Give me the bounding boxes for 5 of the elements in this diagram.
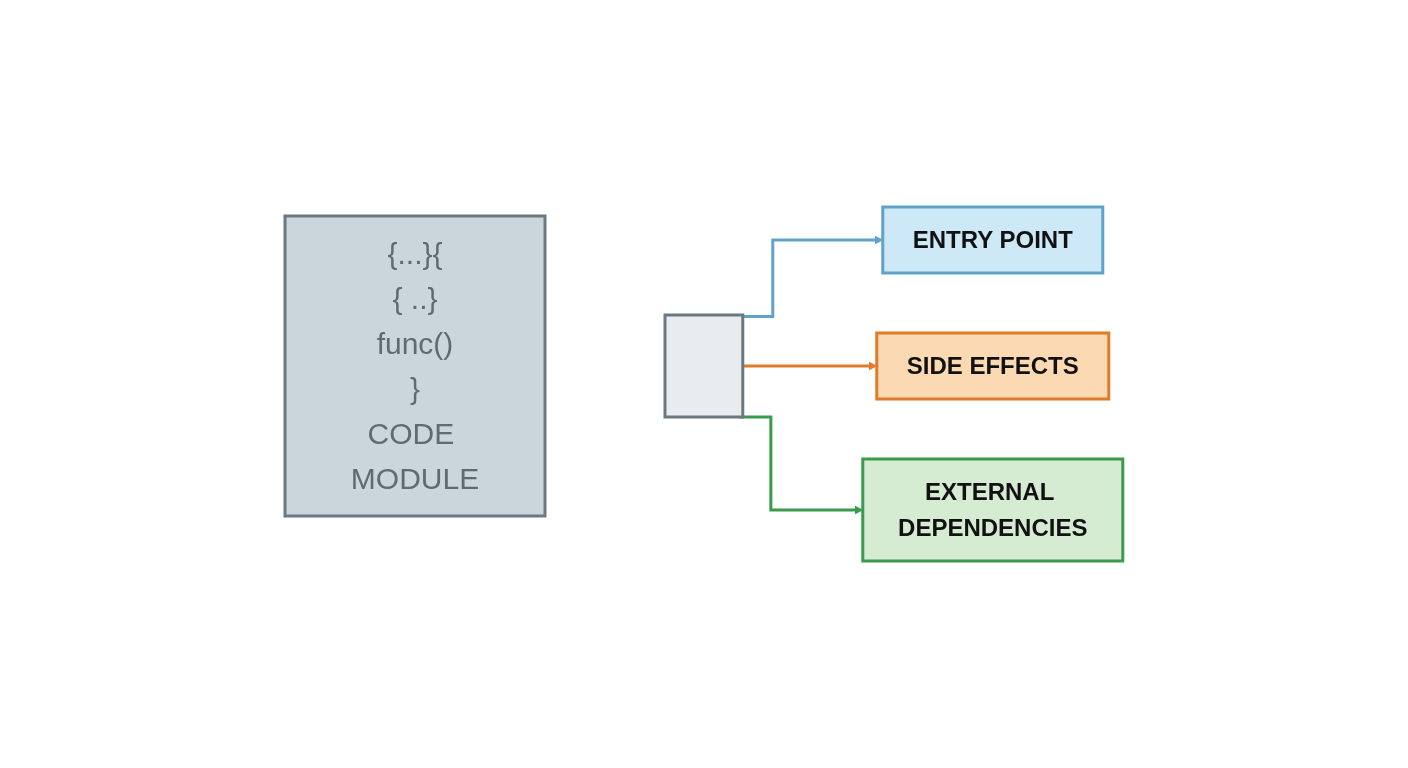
node-box bbox=[663, 313, 745, 419]
node-box: {...}{ { ..} func() } CODE MODULE bbox=[283, 214, 547, 518]
node-box: EXTERNAL DEPENDENCIES bbox=[861, 457, 1125, 563]
node-box: ENTRY POINT bbox=[881, 205, 1105, 275]
node-box: SIDE EFFECTS bbox=[875, 331, 1111, 401]
